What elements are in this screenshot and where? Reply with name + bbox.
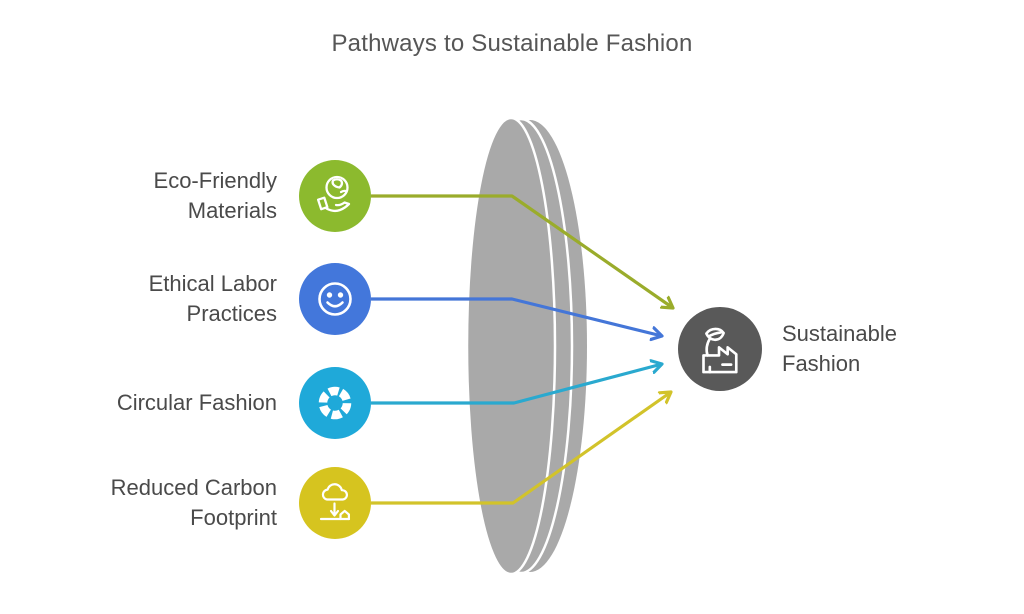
- label-line: Sustainable: [782, 321, 897, 346]
- eco-factory-icon: [702, 327, 738, 374]
- label-reduced-carbon-footprint: Reduced Carbon Footprint: [87, 473, 277, 533]
- node-circle: [299, 263, 371, 335]
- label-line: Reduced Carbon: [110, 475, 277, 500]
- label-line: Eco-Friendly: [153, 168, 277, 193]
- label-line: Circular Fashion: [116, 390, 277, 415]
- label-eco-friendly-materials: Eco-Friendly Materials: [87, 166, 277, 226]
- node-circle: [299, 160, 371, 232]
- label-sustainable-fashion: Sustainable Fashion: [782, 319, 952, 379]
- arrow-reduced-carbon-footprint: [371, 392, 671, 505]
- circular-segments-icon: [318, 386, 352, 420]
- label-line: Footprint: [190, 505, 277, 530]
- label-line: Practices: [186, 301, 277, 326]
- page-title: Pathways to Sustainable Fashion: [331, 30, 693, 57]
- arrow-circular-fashion: [371, 364, 662, 405]
- label-line: Ethical Labor: [148, 271, 277, 296]
- carbon-capture-icon: [319, 483, 351, 521]
- smiley-face-icon: [318, 282, 352, 316]
- hand-holding-globe-icon: [316, 175, 351, 212]
- reduced-carbon-footprint-node: [299, 467, 371, 539]
- label-circular-fashion: Circular Fashion: [87, 388, 277, 418]
- lens-front-disc: [465, 116, 557, 576]
- sustainable-fashion-node: [678, 307, 762, 391]
- label-ethical-labor-practices: Ethical Labor Practices: [87, 269, 277, 329]
- arrow-ethical-labor-practices: [371, 297, 662, 336]
- eco-friendly-materials-node: [299, 160, 371, 232]
- circular-fashion-node: [299, 367, 371, 439]
- label-line: Materials: [187, 198, 277, 223]
- arrow-eco-friendly-materials: [371, 194, 673, 308]
- funnel-lens: [465, 116, 587, 576]
- ethical-labor-practices-node: [299, 263, 371, 335]
- label-line: Fashion: [782, 351, 861, 376]
- node-circle: [299, 367, 371, 439]
- connector-arrows: [371, 194, 673, 505]
